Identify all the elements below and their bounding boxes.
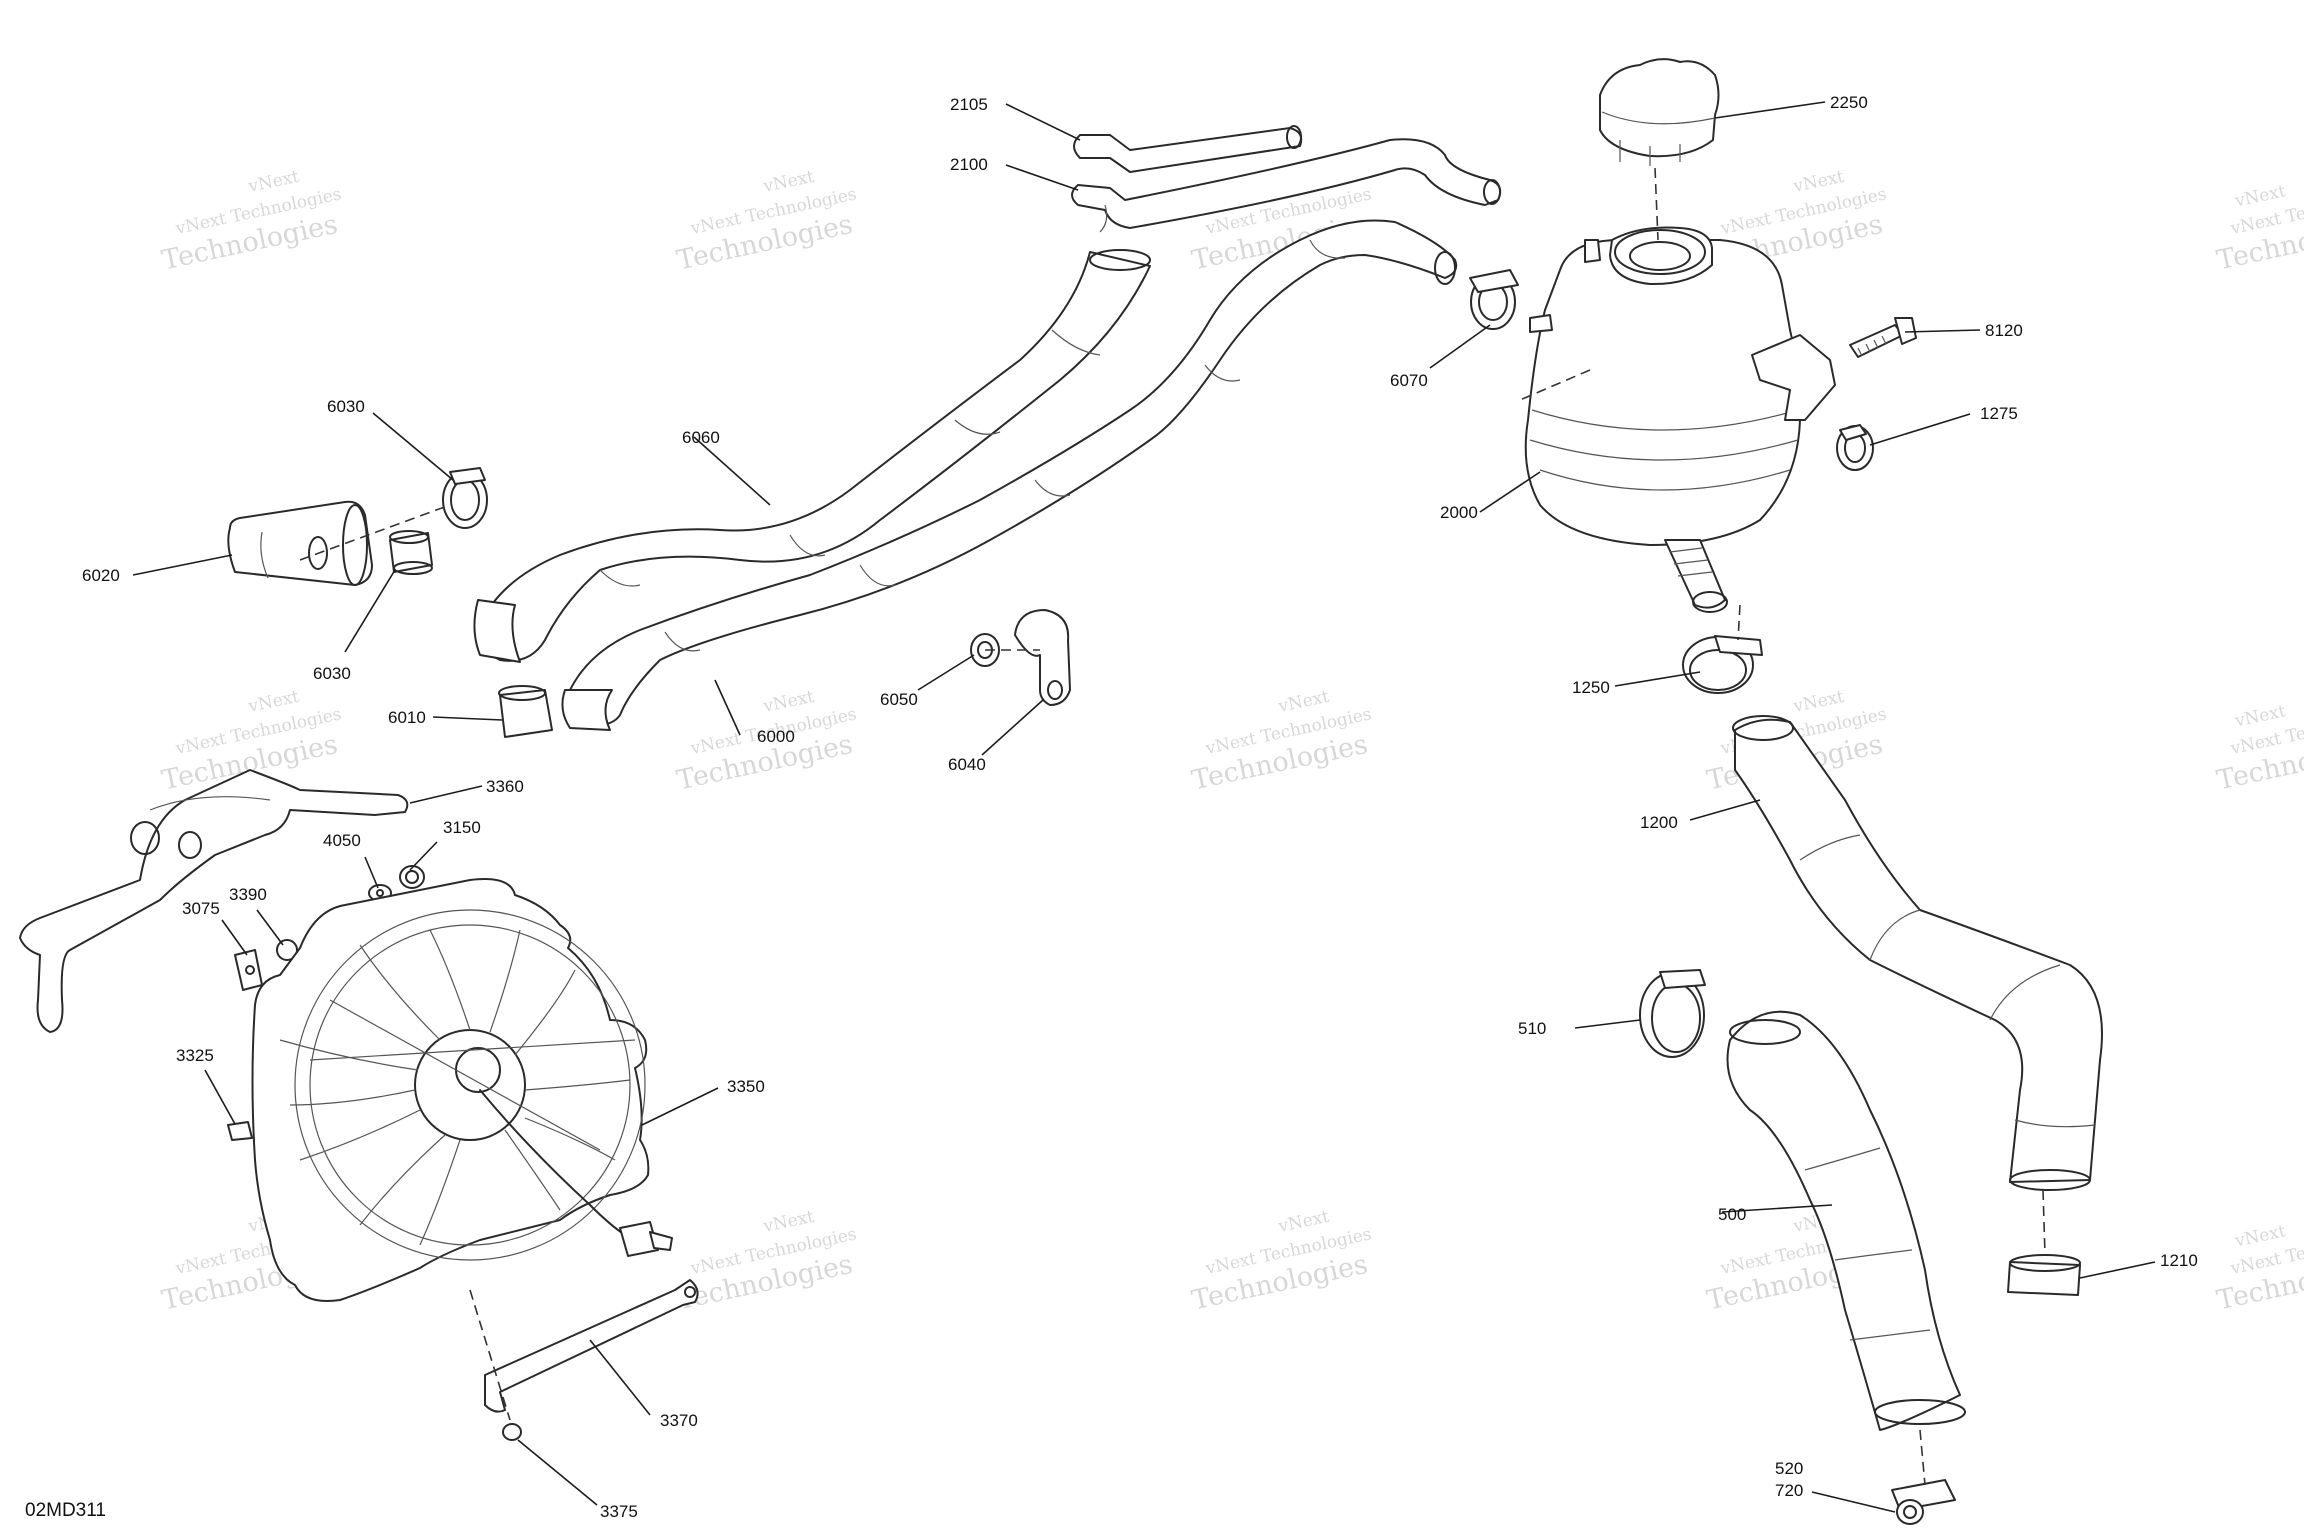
- svg-text:vNext: vNext: [761, 687, 816, 717]
- diagram-code: 02MD311: [25, 1500, 106, 1521]
- callout-510: 510: [1518, 1019, 1546, 1038]
- clamp-1210: [2007, 1254, 2081, 1296]
- clamp-6030-top: [442, 467, 488, 529]
- clamp-520-720: [1891, 1479, 1956, 1525]
- callout-2000: 2000: [1440, 503, 1478, 522]
- callout-6020: 6020: [82, 566, 120, 585]
- bracket-6040: [1014, 609, 1071, 706]
- radiator-hose-500: [1726, 1010, 1966, 1431]
- svg-text:vNext: vNext: [1276, 687, 1331, 717]
- watermark: vNext vNext Technologies Technologies: [674, 167, 858, 277]
- callout-2105: 2105: [950, 95, 988, 114]
- callout-500: 500: [1718, 1205, 1746, 1224]
- svg-text:vNext: vNext: [246, 687, 301, 717]
- callout-720: 720: [1775, 1481, 1803, 1500]
- callout-2100: 2100: [950, 155, 988, 174]
- svg-text:vNext: vNext: [761, 1207, 816, 1237]
- coolant-hose-6060: [473, 249, 1151, 663]
- assembly-lines: [299, 167, 2046, 1486]
- fan-bracket-3370: [484, 1279, 699, 1413]
- callout-8120: 8120: [1985, 321, 2023, 340]
- svg-text:vNext: vNext: [761, 167, 816, 197]
- svg-text:vNext: vNext: [2232, 181, 2287, 211]
- screw-8120: [1849, 317, 1917, 358]
- fan-bracket-3360: [19, 769, 409, 1033]
- callout-6010: 6010: [388, 708, 426, 727]
- callout-6030-bottom: 6030: [313, 664, 351, 683]
- clamp-6010: [498, 685, 553, 738]
- watermark: vNext vNext Technologies Technologies: [1189, 1207, 1373, 1317]
- callout-6000: 6000: [757, 727, 795, 746]
- clip-nut-3075: [234, 949, 263, 991]
- callout-3150: 3150: [443, 818, 481, 837]
- callout-1250: 1250: [1572, 678, 1610, 697]
- radiator-cap-2250: [1599, 58, 1720, 166]
- overflow-hose-2100: [1071, 138, 1502, 233]
- callout-3075: 3075: [182, 899, 220, 918]
- leader-lines: [132, 101, 2156, 1513]
- clamp-1250: [1682, 635, 1763, 694]
- svg-text:vNext: vNext: [1791, 687, 1846, 717]
- clip-3325: [227, 1121, 253, 1141]
- coolant-hose-6000: [561, 219, 1458, 731]
- callout-6050: 6050: [880, 690, 918, 709]
- svg-text:vNext: vNext: [1791, 167, 1846, 197]
- svg-text:vNext: vNext: [246, 167, 301, 197]
- callout-2250: 2250: [1830, 93, 1868, 112]
- clamp-6030-bottom: [389, 530, 433, 575]
- grommet-3390: [276, 939, 298, 961]
- expansion-tank-2000: [1524, 226, 1836, 613]
- hose-connector-6020: [227, 500, 373, 586]
- callout-3350: 3350: [727, 1077, 765, 1096]
- callout-3390: 3390: [229, 885, 267, 904]
- vent-hose-2105: [1073, 125, 1303, 173]
- clamp-6070: [1469, 269, 1519, 330]
- callout-6070: 6070: [1390, 371, 1428, 390]
- callout-3375: 3375: [600, 1502, 638, 1521]
- callout-3360: 3360: [486, 777, 524, 796]
- watermark: vNext vNext Technologies Technologies: [159, 167, 343, 277]
- callout-labels: 2105 2100 2250 8120 1275 6070 2000 1250 …: [82, 93, 2198, 1521]
- watermark: vNext vNext Technologies Technologies: [2214, 1221, 2304, 1316]
- clamp-510: [1639, 969, 1706, 1058]
- watermark: vNext vNext Technologies Technologies: [2214, 701, 2304, 796]
- screw-3150: [399, 865, 425, 889]
- callout-6040: 6040: [948, 755, 986, 774]
- callout-1210: 1210: [2160, 1251, 2198, 1270]
- screw-3375: [502, 1423, 522, 1441]
- callout-1275: 1275: [1980, 404, 2018, 423]
- callout-3325: 3325: [176, 1046, 214, 1065]
- callout-3370: 3370: [660, 1411, 698, 1430]
- svg-text:vNext: vNext: [2232, 701, 2287, 731]
- watermark: vNext vNext Technologies Technologies: [1189, 687, 1373, 797]
- clamp-1275: [1836, 424, 1874, 471]
- svg-text:vNext: vNext: [1276, 1207, 1331, 1237]
- callout-6030-top: 6030: [327, 397, 365, 416]
- callout-4050: 4050: [323, 831, 361, 850]
- callout-520: 520: [1775, 1459, 1803, 1478]
- radiator-hose-1200: [1732, 715, 2103, 1191]
- watermark: vNext vNext Technologies Technologies: [2214, 181, 2304, 276]
- cooling-fan-3350: [251, 878, 673, 1302]
- callout-6060: 6060: [682, 428, 720, 447]
- callout-1200: 1200: [1640, 813, 1678, 832]
- svg-text:vNext: vNext: [2232, 1221, 2287, 1251]
